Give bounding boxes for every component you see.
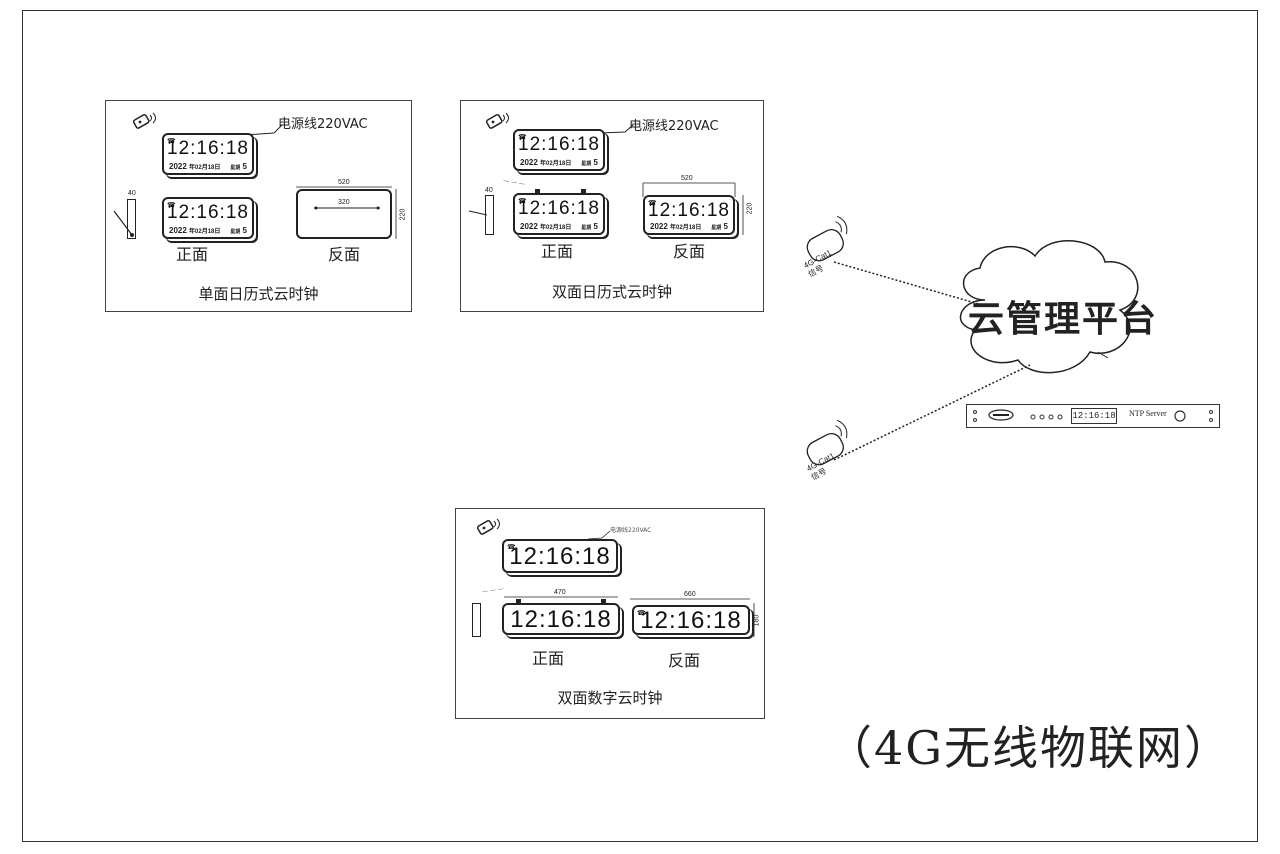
back-dim-lines <box>642 182 744 235</box>
clock-logo-icon: ☎ <box>518 197 527 205</box>
clock-time: 12:16:18 <box>510 606 612 633</box>
clock-time: 12:16:18 <box>518 134 600 155</box>
clock-week: 星期 5 <box>581 158 598 167</box>
back-width-dim: 520 <box>338 179 350 186</box>
panel-double-calendar-clock: 电源线220VAC ☎ 12:16:18 2022 年02月18日 星期 5 —… <box>460 100 764 312</box>
status-leds-icon <box>1030 414 1063 420</box>
clock-date: 2022 年02月18日 <box>169 226 221 235</box>
panel-single-calendar-clock: 电源线220VAC ☎ 12:16:18 2022 年02月18日 星期 5 ☎… <box>105 100 412 312</box>
clock-logo-icon: ☎ <box>637 609 646 617</box>
digital-clock-back: ☎ 12:16:18 <box>632 605 750 635</box>
power-cable-label: 电源线220VAC <box>629 119 719 134</box>
antenna-modem-icon <box>806 215 848 262</box>
link-bottom <box>833 364 1031 461</box>
ntp-display: 12:16:18 <box>1071 408 1117 424</box>
remote-control-icon <box>132 111 158 135</box>
mount-tab-right <box>601 599 606 603</box>
power-knob-icon <box>1174 410 1186 422</box>
clock-logo-icon: ☎ <box>167 201 176 209</box>
front-dim-line <box>504 596 618 598</box>
power-cable-line <box>588 530 611 540</box>
antenna-modem-icon <box>806 419 848 466</box>
panel-caption: 双面日历式云时钟 <box>551 283 672 301</box>
rack-ear-right <box>1209 410 1213 422</box>
front-clock-display-2: ☎ 12:16:18 2022 年02月18日 星期 5 <box>162 197 254 239</box>
mount-tab-left <box>535 189 540 193</box>
clock-date: 2022 年02月18日 <box>650 222 702 231</box>
clock-time: 12:16:18 <box>167 202 249 223</box>
back-label: 反面 <box>668 651 701 670</box>
digital-clock-top: ☎ 12:16:18 <box>502 539 618 573</box>
front-clock-display-2: ☎ 12:16:18 2022 年02月18日 星期 5 <box>513 193 605 235</box>
back-view: 320 <box>296 189 392 239</box>
clock-week: 星期 5 <box>230 162 247 171</box>
panel-double-digital-clock: 电源线220VAC ☎ 12:16:18 — — — 470 12:16:18 … <box>455 508 765 719</box>
mount-tab-left <box>516 599 521 603</box>
front-clock-display: ☎ 12:16:18 2022 年02月18日 星期 5 <box>513 129 605 171</box>
clock-time: 12:16:18 <box>648 200 730 221</box>
back-label: 反面 <box>673 242 706 261</box>
back-dim-lines <box>630 598 755 637</box>
inner-dim: 320 <box>338 199 350 206</box>
clock-logo-icon: ☎ <box>648 199 657 207</box>
clock-week: 星期 5 <box>230 226 247 235</box>
front-width-dim: 470 <box>554 589 566 596</box>
side-dim: 40 <box>485 187 493 194</box>
power-cable-line <box>599 124 634 134</box>
clock-logo-icon: ☎ <box>518 133 527 141</box>
power-cable-line <box>244 124 283 136</box>
mount-tab-right <box>581 189 586 193</box>
back-width-dim: 520 <box>681 175 693 182</box>
back-width-dim: 660 <box>684 591 696 598</box>
back-clock-display: ☎ 12:16:18 2022 年02月18日 星期 5 <box>643 195 735 235</box>
mount-bracket <box>113 210 134 237</box>
ntp-title: NTP Server <box>1129 409 1167 418</box>
panel-caption: 双面数字云时钟 <box>557 689 663 707</box>
clock-week: 星期 5 <box>581 222 598 231</box>
cloud-platform-label: 云管理平台 <box>968 298 1159 340</box>
back-label: 反面 <box>328 245 361 264</box>
clock-week: 星期 5 <box>711 222 728 231</box>
rack-ear-left <box>973 410 977 422</box>
cloud-icon <box>959 239 1139 374</box>
drawing-frame <box>22 10 1258 842</box>
clock-date: 2022 年02月18日 <box>520 222 572 231</box>
clock-date: 2022 年02月18日 <box>169 162 221 171</box>
clock-side-view <box>472 603 481 637</box>
clock-side-view <box>127 199 136 239</box>
ntp-server-device: 12:16:18 NTP Server <box>966 404 1220 428</box>
ntp-server-logo-icon <box>988 409 1014 421</box>
mount-bracket <box>468 210 488 216</box>
side-dim: 40 <box>128 190 136 197</box>
clock-logo-icon: ☎ <box>507 543 516 551</box>
front-label: 正面 <box>541 242 574 261</box>
back-dim-lines <box>296 186 397 239</box>
front-label: 正面 <box>176 245 209 264</box>
power-cable-label: 电源线220VAC <box>610 527 652 534</box>
clock-date: 2022 年02月18日 <box>520 158 572 167</box>
clock-time: 12:16:18 <box>167 138 249 159</box>
panel-caption: 单面日历式云时钟 <box>198 285 319 303</box>
footer-title: （4G无线物联网） <box>826 721 1233 775</box>
clock-logo-icon: ☎ <box>167 137 176 145</box>
digital-clock-front: 12:16:18 <box>502 603 620 635</box>
clock-time: 12:16:18 <box>509 543 611 570</box>
remote-control-icon <box>485 111 511 135</box>
front-label: 正面 <box>532 649 565 668</box>
clock-time: 12:16:18 <box>640 607 742 634</box>
link-top <box>833 261 983 306</box>
clock-time: 12:16:18 <box>518 198 600 219</box>
remote-control-icon <box>476 517 502 541</box>
link-ntp <box>1097 351 1109 359</box>
front-clock-display: ☎ 12:16:18 2022 年02月18日 星期 5 <box>162 133 254 175</box>
power-cable-label: 电源线220VAC <box>278 117 368 132</box>
